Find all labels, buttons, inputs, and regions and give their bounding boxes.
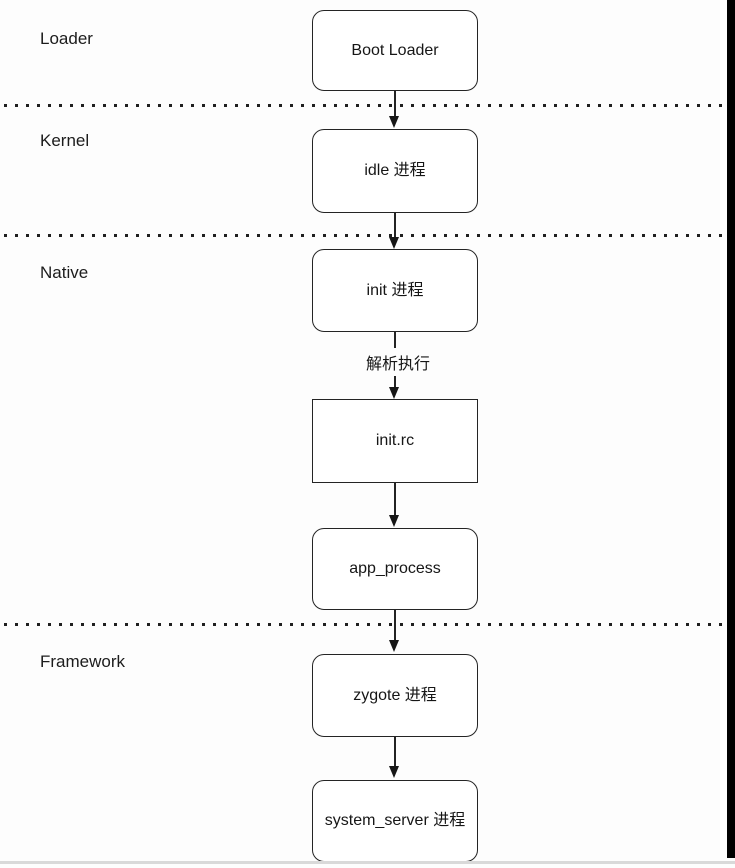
section-label-native: Native [40, 263, 89, 282]
arrow-line-idle-init [394, 212, 396, 238]
node-label: idle 进程 [364, 162, 426, 179]
arrow-head-icon [389, 515, 399, 527]
node-init-rc: init.rc [312, 399, 478, 483]
edge-label-parse-execute: 解析执行 [350, 348, 446, 376]
node-init-process: init 进程 [312, 249, 478, 332]
node-label: system_server 进程 [324, 812, 466, 829]
section-label-loader: Loader [40, 29, 93, 48]
separator-kernel-native [4, 234, 725, 237]
arrow-head-icon [389, 116, 399, 128]
node-system-server-process: system_server 进程 [312, 780, 478, 862]
arrow-head-icon [389, 640, 399, 652]
separator-loader-kernel [4, 104, 725, 107]
arrow-head-icon [389, 387, 399, 399]
node-label: Boot Loader [351, 41, 439, 59]
arrow-line-bootloader-idle [394, 91, 396, 117]
arrow-head-icon [389, 237, 399, 249]
node-zygote-process: zygote 进程 [312, 654, 478, 737]
arrow-head-icon [389, 766, 399, 778]
right-edge-bar [727, 0, 735, 858]
node-label: app_process [349, 560, 441, 577]
node-app-process: app_process [312, 528, 478, 610]
arrow-line-initrc-appprocess [394, 483, 396, 516]
node-label: zygote 进程 [353, 686, 437, 704]
node-label: init 进程 [366, 281, 424, 299]
node-idle-process: idle 进程 [312, 129, 478, 213]
section-label-framework: Framework [40, 652, 126, 671]
arrow-line-zygote-systemserver [394, 737, 396, 767]
bottom-divider-line [0, 861, 735, 864]
separator-native-framework [4, 623, 725, 626]
section-label-kernel: Kernel [40, 131, 90, 150]
node-label: init.rc [375, 432, 415, 449]
arrow-line-appprocess-zygote [394, 610, 396, 641]
node-boot-loader: Boot Loader [312, 10, 478, 91]
